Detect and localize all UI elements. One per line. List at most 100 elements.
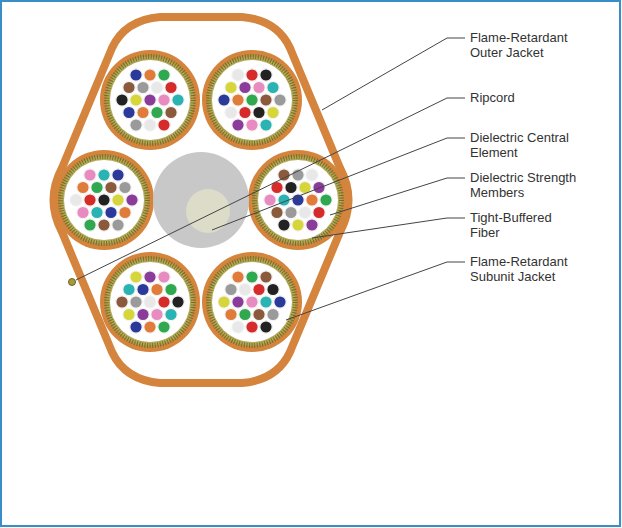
fiber	[70, 194, 82, 206]
fiber	[225, 308, 237, 320]
leader-line	[76, 98, 465, 280]
fiber	[112, 169, 124, 181]
fiber	[172, 296, 184, 308]
leader-line	[212, 138, 465, 230]
subunit	[202, 50, 302, 150]
fiber	[130, 69, 142, 81]
fiber	[158, 271, 170, 283]
fiber	[98, 169, 110, 181]
ripcord	[69, 279, 76, 286]
fiber	[137, 81, 149, 93]
strength-members	[209, 57, 296, 144]
fiber	[225, 106, 237, 118]
fiber	[130, 119, 142, 131]
fiber	[158, 119, 170, 131]
subunit-interior	[64, 160, 144, 240]
part-label: Ripcord	[470, 90, 582, 105]
strength-members-hatch	[209, 57, 296, 144]
fiber	[158, 94, 170, 106]
fiber	[285, 181, 297, 193]
fiber	[119, 206, 131, 218]
fiber	[144, 271, 156, 283]
fiber	[260, 321, 272, 333]
subunit-jacket	[202, 252, 302, 352]
fiber	[313, 206, 325, 218]
part-label: Dielectric Central Element	[470, 130, 588, 160]
fiber	[267, 81, 279, 93]
fiber	[271, 206, 283, 218]
strength-members	[209, 259, 296, 346]
fiber	[246, 271, 258, 283]
fiber	[239, 283, 251, 295]
subunit-interior	[110, 262, 190, 342]
fiber	[112, 219, 124, 231]
fiber	[98, 219, 110, 231]
fiber	[292, 194, 304, 206]
fiber	[130, 296, 142, 308]
part-label: Tight-Buffered Fiber	[470, 210, 578, 240]
fiber	[158, 69, 170, 81]
strength-members-hatch	[107, 259, 194, 346]
strength-members-hatch	[255, 157, 342, 244]
fiber	[112, 194, 124, 206]
subunit	[54, 150, 154, 250]
fiber	[130, 321, 142, 333]
subunit	[202, 252, 302, 352]
fiber	[144, 94, 156, 106]
subunit-jacket	[54, 150, 154, 250]
fiber	[165, 106, 177, 118]
fiber	[313, 181, 325, 193]
subunit-interior	[258, 160, 338, 240]
fiber	[232, 119, 244, 131]
fiber	[151, 106, 163, 118]
subunit-interior	[110, 60, 190, 140]
fiber	[232, 271, 244, 283]
strength-members-hatch	[107, 57, 194, 144]
fiber	[260, 271, 272, 283]
fiber	[84, 194, 96, 206]
fiber	[239, 106, 251, 118]
fiber	[274, 296, 286, 308]
fiber	[91, 181, 103, 193]
fiber	[137, 308, 149, 320]
subunit-jacket	[100, 50, 200, 150]
strength-members-hatch	[209, 259, 296, 346]
part-label: Flame-Retardant Subunit Jacket	[470, 254, 584, 284]
fiber	[105, 181, 117, 193]
fiber	[151, 283, 163, 295]
fiber	[278, 169, 290, 181]
fiber	[91, 206, 103, 218]
fiber	[274, 94, 286, 106]
fiber	[246, 321, 258, 333]
fiber	[144, 296, 156, 308]
fiber	[144, 69, 156, 81]
fiber	[123, 106, 135, 118]
fiber	[306, 169, 318, 181]
subunit-jacket	[100, 252, 200, 352]
fiber	[320, 194, 332, 206]
fiber	[306, 219, 318, 231]
fiber	[285, 206, 297, 218]
fiber	[232, 296, 244, 308]
fiber	[306, 194, 318, 206]
fiber	[239, 81, 251, 93]
fiber	[77, 206, 89, 218]
fiber	[246, 69, 258, 81]
strength-members	[107, 259, 194, 346]
fiber	[253, 308, 265, 320]
subunit	[100, 50, 200, 150]
leader-line	[330, 178, 465, 215]
fiber	[260, 94, 272, 106]
fiber	[260, 119, 272, 131]
fiber	[116, 94, 128, 106]
leader-lines	[76, 38, 465, 320]
part-label: Flame-Retardant Outer Jacket	[470, 30, 582, 60]
fiber	[158, 321, 170, 333]
fiber	[123, 283, 135, 295]
fiber	[137, 106, 149, 118]
fiber	[144, 119, 156, 131]
subunit-interior	[212, 262, 292, 342]
fiber	[123, 308, 135, 320]
